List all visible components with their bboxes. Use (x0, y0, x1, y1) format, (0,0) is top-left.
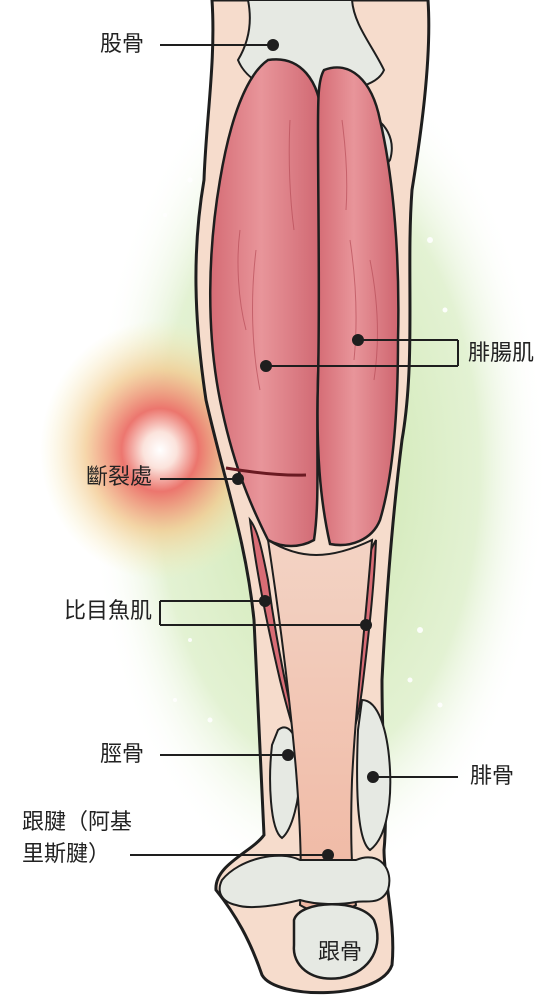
label-tibia: 脛骨 (100, 744, 144, 766)
label-achilles-line2: 里斯腱） (22, 844, 110, 866)
heel-bone-cluster (220, 856, 390, 907)
label-calcaneus: 跟骨 (318, 942, 362, 964)
label-gastrocnemius: 腓腸肌 (468, 343, 534, 365)
label-rupture-site: 斷裂處 (86, 467, 152, 489)
label-achilles-line1: 跟腱（阿基 (22, 812, 132, 834)
label-soleus: 比目魚肌 (64, 601, 152, 623)
label-fibula: 腓骨 (470, 766, 514, 788)
label-femur: 股骨 (100, 34, 144, 56)
